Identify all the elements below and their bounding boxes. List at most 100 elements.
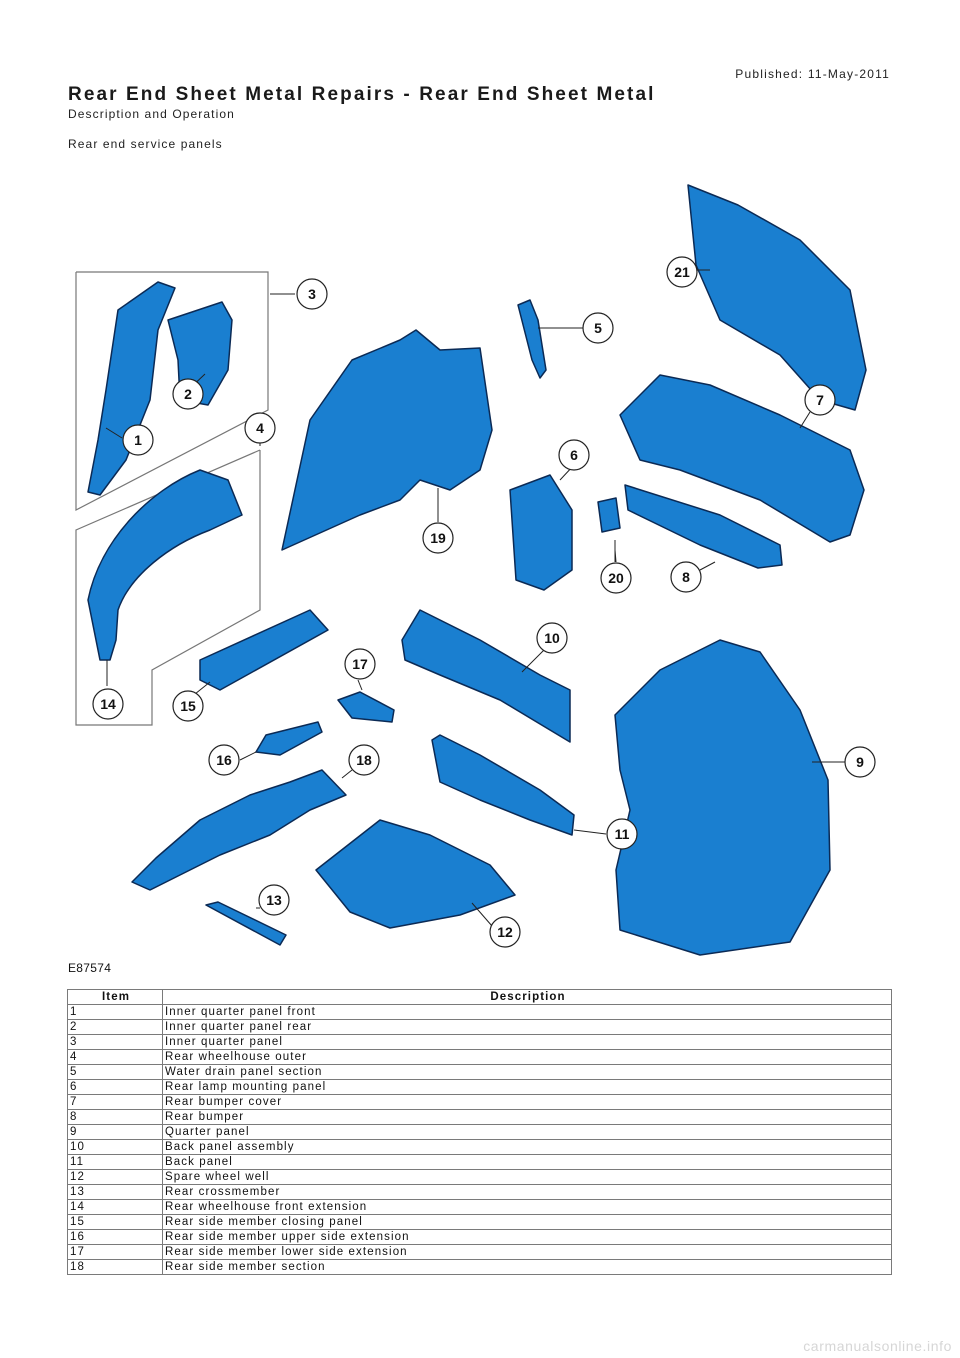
item-number-cell: 14 — [67, 1199, 163, 1215]
callout-badge: 19 — [422, 522, 454, 554]
item-description-cell: Inner quarter panel rear — [162, 1019, 892, 1035]
callout-badge: 21 — [666, 256, 698, 288]
section-caption: Rear end service panels — [68, 137, 223, 151]
item-description-cell: Rear crossmember — [162, 1184, 892, 1200]
item-number-cell: 13 — [67, 1184, 163, 1200]
callout-circle — [844, 746, 876, 778]
callout-circle — [670, 561, 702, 593]
item-number-cell: 15 — [67, 1214, 163, 1230]
callout-badge: 6 — [558, 439, 590, 471]
part-small-bracket — [597, 497, 621, 533]
callout-badge: 4 — [244, 412, 276, 444]
item-description-cell: Inner quarter panel — [162, 1034, 892, 1050]
callout-circle — [344, 648, 376, 680]
item-description-cell: Rear side member lower side extension — [162, 1244, 892, 1260]
callout-number: 11 — [615, 826, 630, 842]
item-number-cell: 5 — [67, 1064, 163, 1080]
callout-number: 19 — [430, 530, 446, 546]
callout-number: 15 — [180, 698, 196, 714]
callout-circle — [208, 744, 240, 776]
item-description-cell: Back panel — [162, 1154, 892, 1170]
callout-badge: 10 — [536, 622, 568, 654]
inset-frame-3 — [75, 271, 269, 511]
callout-number: 1 — [134, 432, 142, 448]
callout-circle — [244, 412, 276, 444]
item-number-cell: 1 — [67, 1004, 163, 1020]
part-water-drain-panel-section — [517, 299, 547, 379]
item-description-cell: Rear bumper cover — [162, 1094, 892, 1110]
column-header-item: Item — [67, 989, 163, 1005]
callout-badge: 20 — [600, 562, 632, 594]
callout-circle — [666, 256, 698, 288]
page-title: Rear End Sheet Metal Repairs - Rear End … — [68, 84, 656, 105]
callout-badge: 18 — [348, 744, 380, 776]
item-number-cell: 16 — [67, 1229, 163, 1245]
item-description-cell: Rear side member upper side extension — [162, 1229, 892, 1245]
callout-badge: 2 — [172, 378, 204, 410]
published-date: Published: 11-May-2011 — [735, 67, 890, 81]
table-header-row: Item Description — [67, 989, 892, 1005]
inset-frame-4 — [75, 449, 261, 726]
item-description-cell: Water drain panel section — [162, 1064, 892, 1080]
column-header-description: Description — [162, 989, 892, 1005]
part-rear-bumper — [624, 484, 783, 569]
part-back-panel — [431, 734, 575, 836]
sheet-metal-parts — [87, 184, 867, 956]
part-quarter-panel — [614, 639, 831, 956]
part-rear-lamp-mounting-panel — [509, 474, 573, 591]
callout-badge: 11 — [606, 818, 638, 850]
callout-badge: 17 — [344, 648, 376, 680]
callout-circle — [172, 378, 204, 410]
callout-number: 4 — [256, 420, 264, 436]
item-description-cell: Rear wheelhouse front extension — [162, 1199, 892, 1215]
callout-badge: 12 — [489, 916, 521, 948]
callout-badge: 5 — [582, 312, 614, 344]
callout-badge: 7 — [804, 384, 836, 416]
part-rear-side-member-upper-ext — [255, 721, 323, 756]
callout-number: 7 — [816, 392, 824, 408]
part-back-panel-assembly — [401, 609, 571, 743]
item-description-cell: Rear side member section — [162, 1259, 892, 1275]
callout-circle — [296, 278, 328, 310]
item-number-cell: 4 — [67, 1049, 163, 1065]
callout-circle — [122, 424, 154, 456]
callout-number: 18 — [356, 752, 372, 768]
part-rear-side-member-section — [131, 769, 347, 891]
callout-number: 3 — [308, 286, 316, 302]
callout-circle — [172, 690, 204, 722]
item-number-cell: 2 — [67, 1019, 163, 1035]
callout-badge: 13 — [258, 884, 290, 916]
item-number-cell: 18 — [67, 1259, 163, 1275]
callout-circle — [558, 439, 590, 471]
callout-circle — [536, 622, 568, 654]
callout-badge: 8 — [670, 561, 702, 593]
callout-number: 17 — [352, 656, 368, 672]
callout-number: 16 — [216, 752, 232, 768]
callout-circle — [804, 384, 836, 416]
part-rear-wheelhouse-outer — [87, 469, 243, 661]
watermark-text: carmanualsonline.info — [803, 1338, 952, 1354]
callout-badge: 3 — [296, 278, 328, 310]
callout-number: 5 — [594, 320, 602, 336]
part-rear-crossmember — [205, 901, 287, 946]
item-number-cell: 9 — [67, 1124, 163, 1140]
callout-circle — [422, 522, 454, 554]
callout-circle — [606, 818, 638, 850]
callout-badge: 9 — [844, 746, 876, 778]
callout-number: 2 — [184, 386, 192, 402]
item-number-cell: 11 — [67, 1154, 163, 1170]
item-number-cell: 6 — [67, 1079, 163, 1095]
